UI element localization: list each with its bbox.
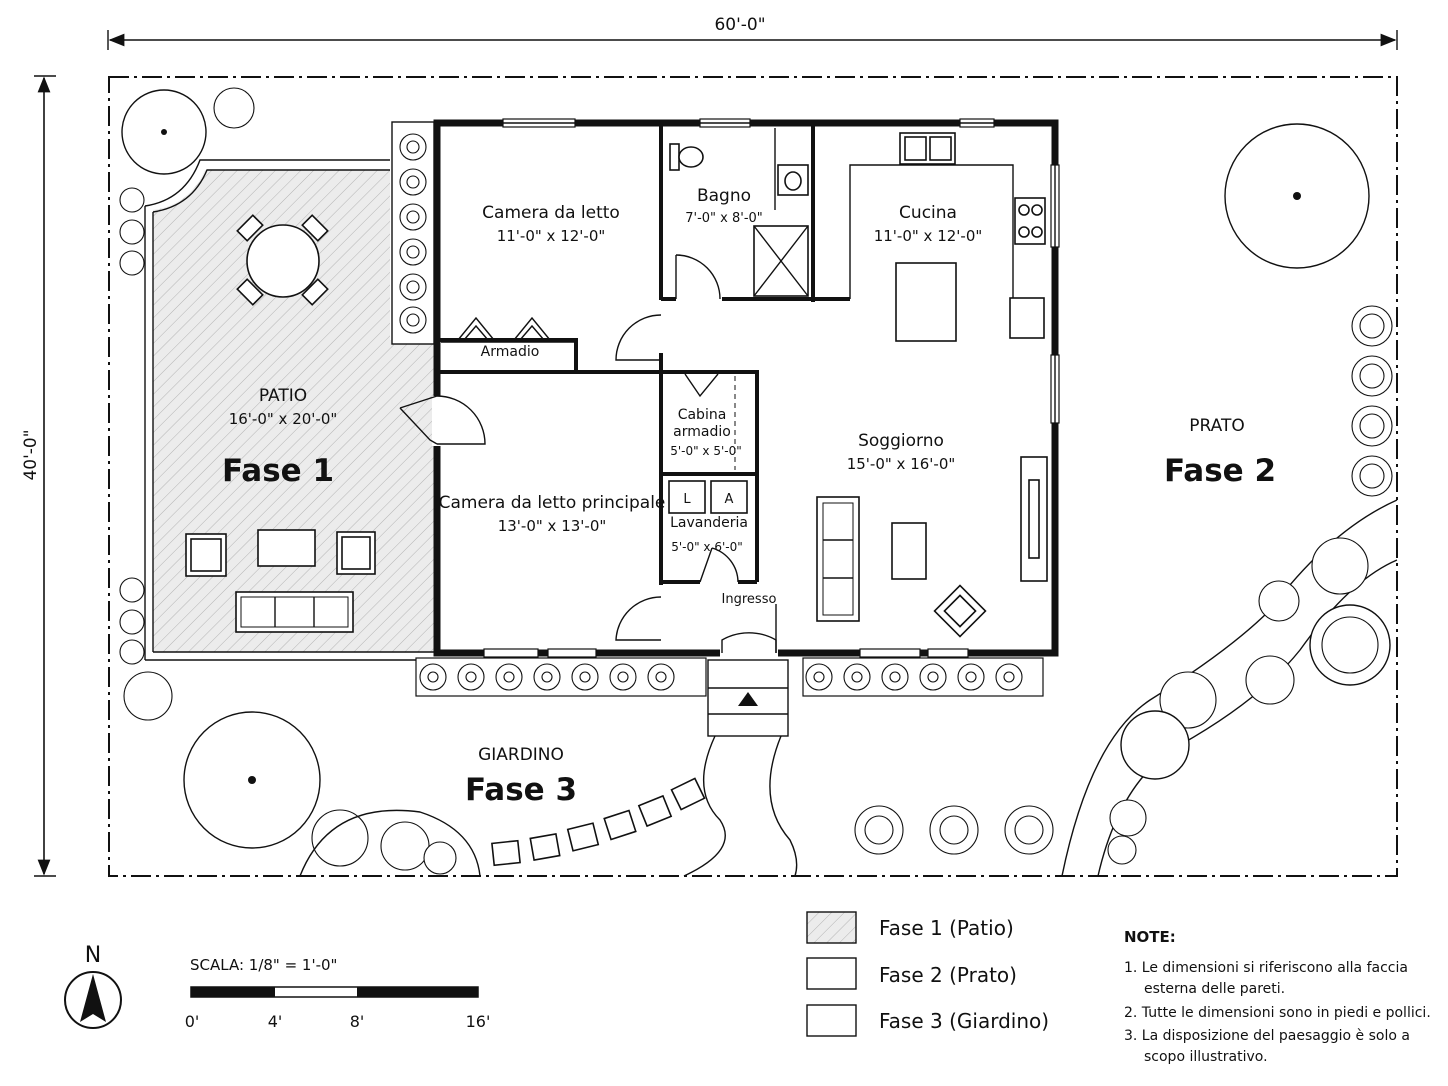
scale-tick-0: 0' xyxy=(185,1012,200,1031)
entry-steps xyxy=(707,659,789,737)
note-3-line-2: scopo illustrativo. xyxy=(1144,1049,1268,1065)
note-1-line-2: esterna delle pareti. xyxy=(1144,981,1285,997)
prato-label: PRATO xyxy=(1189,416,1244,436)
legend-swatch-phase-1 xyxy=(806,911,857,944)
legend: Fase 1 (Patio) Fase 2 (Prato) Fase 3 (Gi… xyxy=(806,911,1049,1037)
scale-tick-8: 8' xyxy=(350,1012,365,1031)
notes: NOTE: 1. Le dimensioni si riferiscono al… xyxy=(1124,928,1431,1065)
cucina-name: Cucina xyxy=(899,203,957,223)
camera-principale-dimension: 13'-0" x 13'-0" xyxy=(498,517,607,535)
bagno-dimension: 7'-0" x 8'-0" xyxy=(685,211,763,226)
living-furniture xyxy=(816,456,1048,638)
note-3-line-1: 3. La disposizione del paesaggio è solo … xyxy=(1124,1028,1410,1044)
north-arrow-icon xyxy=(80,974,106,1022)
north-label: N xyxy=(85,943,101,968)
garden-path xyxy=(491,735,798,877)
legend-swatch-phase-2 xyxy=(806,957,857,990)
scale-tick-4: 4' xyxy=(268,1012,283,1031)
cabina-name-line2: armadio xyxy=(673,424,731,440)
room-labels: Camera da letto 11'-0" x 12'-0" Bagno 7'… xyxy=(439,186,983,607)
patio-area: PATIO 16'-0" x 20'-0" Fase 1 xyxy=(144,121,437,661)
height-label: 40'-0" xyxy=(21,429,41,480)
property-line xyxy=(108,76,1398,877)
cabina-name-line1: Cabina xyxy=(678,407,727,423)
cucina-dimension: 11'-0" x 12'-0" xyxy=(874,227,983,245)
soggiorno-dimension: 15'-0" x 16'-0" xyxy=(847,455,956,473)
washer-label: L xyxy=(683,492,691,507)
phase-1-label: Fase 1 xyxy=(222,453,334,489)
patio-label: PATIO xyxy=(259,386,307,406)
bathroom-fixtures xyxy=(669,143,809,297)
trees xyxy=(119,87,1370,877)
kitchen-fixtures xyxy=(849,132,1046,342)
dryer-label: A xyxy=(725,492,734,507)
scale-label: SCALA: 1/8" = 1'-0" xyxy=(190,956,337,974)
patio-lounge xyxy=(185,529,376,633)
soggiorno-name: Soggiorno xyxy=(858,431,944,451)
legend-swatch-phase-3 xyxy=(806,1004,857,1037)
bagno-name: Bagno xyxy=(697,186,751,206)
legend-phase-3: Fase 3 (Giardino) xyxy=(879,1009,1049,1033)
laundry-fixtures: L A xyxy=(668,480,748,514)
front-planters xyxy=(415,657,1044,697)
width-label: 60'-0" xyxy=(714,15,765,35)
ingresso-name: Ingresso xyxy=(722,592,777,607)
north-arrow: N xyxy=(64,943,122,1029)
lawn-shrubs xyxy=(854,305,1393,855)
scale-bar: SCALA: 1/8" = 1'-0" 0' 4' 8' 16' xyxy=(185,956,491,1031)
camera-dimension: 11'-0" x 12'-0" xyxy=(497,227,606,245)
windows xyxy=(483,118,1060,658)
cabina-dimension: 5'-0" x 5'-0" xyxy=(670,444,742,458)
scale-tick-16: 16' xyxy=(466,1012,491,1031)
zone-labels: PRATO Fase 2 GIARDINO Fase 3 xyxy=(465,416,1276,808)
legend-phase-2: Fase 2 (Prato) xyxy=(879,963,1017,987)
note-2-line-1: 2. Tutte le dimensioni sono in piedi e p… xyxy=(1124,1005,1431,1021)
lavanderia-name: Lavanderia xyxy=(670,515,748,531)
phase-2-label: Fase 2 xyxy=(1164,453,1276,489)
doors xyxy=(399,254,778,659)
height-dimension: 40'-0" xyxy=(21,75,56,877)
patio-dimension: 16'-0" x 20'-0" xyxy=(229,410,338,428)
notes-title: NOTE: xyxy=(1124,928,1176,946)
planter-shrubs xyxy=(399,133,427,334)
right-garden-bed xyxy=(1061,499,1398,877)
camera-name: Camera da letto xyxy=(482,203,620,223)
note-1-line-1: 1. Le dimensioni si riferiscono alla fac… xyxy=(1124,960,1408,976)
patio-table xyxy=(236,214,329,306)
width-dimension: 60'-0" xyxy=(107,14,1398,50)
lavanderia-dimension: 5'-0" x 6'-0" xyxy=(671,540,743,554)
giardino-label: GIARDINO xyxy=(478,745,564,765)
armadio-name: Armadio xyxy=(481,344,540,360)
phase-3-label: Fase 3 xyxy=(465,772,577,808)
camera-principale-name: Camera da letto principale xyxy=(439,493,666,513)
legend-phase-1: Fase 1 (Patio) xyxy=(879,916,1014,940)
